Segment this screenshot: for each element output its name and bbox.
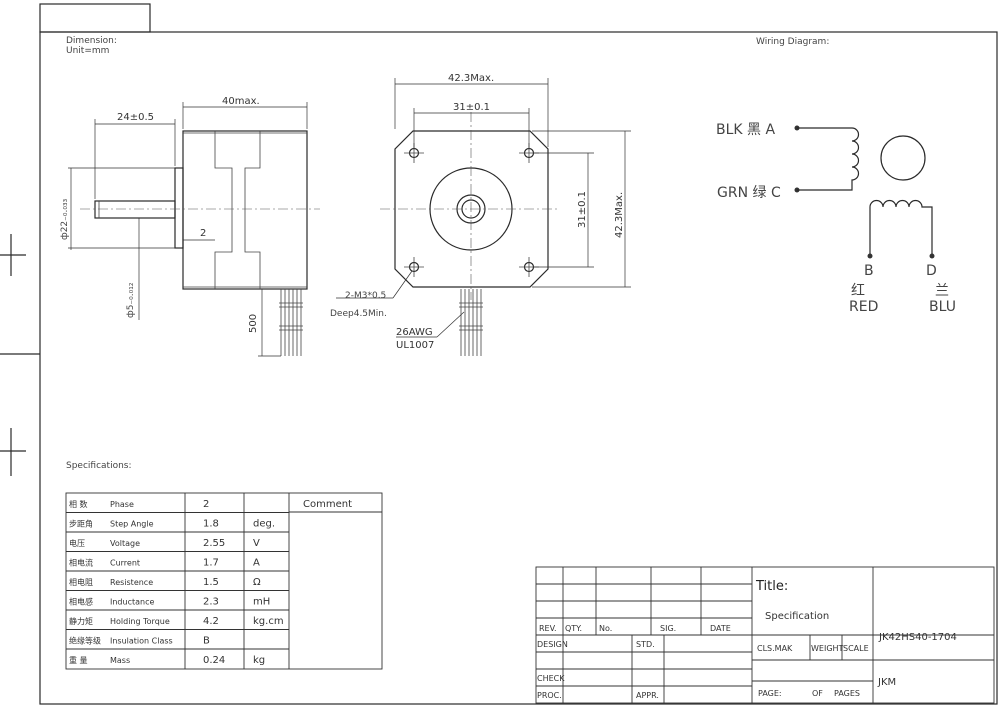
lead-b-color-en: RED — [849, 299, 878, 315]
proc-label: PROC. — [537, 691, 562, 700]
dim-shaft-length: 24±0.5 — [117, 112, 154, 123]
spec-value: 1.7 — [203, 558, 219, 569]
screw-note: 2-M3*0.5 — [345, 291, 386, 301]
spec-table: Comment 相 数 Phase 2 步距角 Step Angle 1.8 deg. 电压 V… — [65, 492, 383, 670]
corner-box — [39, 3, 151, 33]
check-label: CHECK — [537, 674, 565, 683]
terminal-b — [867, 253, 873, 259]
sig-label: SIG. — [660, 624, 676, 633]
lead-b-color-cn: 红 — [851, 283, 865, 299]
appr-label: APPR. — [636, 691, 659, 700]
lead-b-label: B — [864, 263, 874, 279]
spec-en-label: Mass — [110, 656, 130, 665]
spec-cn-label: 相电阻 — [69, 577, 93, 587]
spec-value: 2 — [203, 499, 209, 510]
spec-unit: kg.cm — [253, 616, 284, 627]
sheet-border — [39, 31, 998, 705]
spec-unit: Ω — [253, 577, 261, 588]
spec-value: 2.3 — [203, 597, 219, 608]
spec-unit: kg — [253, 655, 265, 666]
company-label: JKM — [877, 677, 896, 688]
qty-label: QTY. — [565, 624, 582, 633]
page-label: PAGE: — [758, 689, 782, 698]
no-label: No. — [599, 624, 612, 633]
lead-wires — [279, 289, 303, 356]
cls-mak-label: CLS.MAK — [757, 644, 793, 653]
spec-value: B — [203, 636, 210, 647]
spec-en-label: Current — [110, 559, 140, 568]
wire-gauge: 26AWG — [396, 327, 433, 338]
lead-d-color-cn: 兰 — [935, 283, 949, 299]
date-label: DATE — [710, 624, 731, 633]
spec-cn-label: 步距角 — [69, 519, 93, 529]
spec-cn-label: 相 数 — [69, 499, 88, 509]
dim-overall-height: 42.3Max. — [614, 192, 625, 238]
rotor-symbol — [880, 135, 926, 181]
spec-en-label: Step Angle — [110, 520, 154, 529]
shaft — [94, 200, 176, 219]
dim-hole-width: 31±0.1 — [453, 102, 490, 113]
terminal-d — [929, 253, 935, 259]
unit-label: Unit=mm — [66, 46, 109, 56]
coil-ac — [797, 127, 860, 191]
spec-en-label: Insulation Class — [110, 637, 173, 646]
spec-unit: A — [253, 558, 260, 569]
dim-hole-height: 31±0.1 — [577, 191, 588, 228]
spec-en-label: Inductance — [110, 598, 154, 607]
spec-cn-label: 电压 — [69, 538, 85, 548]
spec-cn-label: 相电流 — [69, 558, 93, 568]
front-view: 42.3Max. 31±0.1 31±0.1 42.3Max. 2-M3*0.5… — [330, 73, 631, 356]
wiring-diagram: BLK 黑 A GRN 绿 C B D 红 RED 兰 BLU — [716, 122, 956, 315]
lead-wires-front — [459, 289, 483, 356]
pages-label: PAGES — [834, 689, 860, 698]
design-label: DESIGN — [537, 640, 568, 649]
spec-label: Specifications: — [66, 461, 132, 471]
weight-label: WEIGHT — [811, 644, 844, 653]
spec-unit: V — [253, 538, 260, 549]
title-value: Specification — [765, 611, 829, 622]
spec-value: 4.2 — [203, 616, 219, 627]
spec-cn-label: 静力矩 — [69, 616, 93, 626]
spec-en-label: Phase — [110, 500, 134, 509]
spec-unit: mH — [253, 597, 270, 608]
motor-face — [394, 130, 549, 288]
wiring-label: Wiring Diagram: — [756, 37, 829, 47]
spec-en-label: Holding Torque — [110, 617, 170, 626]
side-view: 40max. 24±0.5 2 ф22₋₀.₀₃₃ ф5₋₀.₀₁₂ 500 — [60, 96, 320, 357]
dim-length: 40max. — [222, 96, 260, 107]
std-label: STD. — [636, 640, 655, 649]
title-label: Title: — [755, 579, 788, 594]
spec-cn-label: 绝缘等级 — [69, 636, 101, 646]
dim-overall-width: 42.3Max. — [448, 73, 494, 84]
dimension-label: Dimension: — [66, 36, 117, 46]
spec-value: 1.8 — [203, 519, 219, 530]
screw-depth: Deep4.5Min. — [330, 309, 387, 319]
dim-flange: 2 — [200, 228, 206, 239]
rev-label: REV. — [539, 624, 557, 633]
spec-unit: deg. — [253, 519, 275, 530]
title-block: Title: Specification JK42HS40-1704 REV. … — [535, 566, 995, 704]
spec-value: 1.5 — [203, 577, 219, 588]
lead-d-color-en: BLU — [929, 299, 956, 315]
comment-header: Comment — [303, 499, 352, 510]
part-number: JK42HS40-1704 — [878, 632, 957, 643]
lead-c-label: GRN 绿 C — [717, 185, 781, 201]
lead-a-label: BLK 黑 A — [716, 122, 775, 138]
spec-cn-label: 相电感 — [69, 597, 93, 607]
of-label: OF — [812, 689, 823, 698]
wire-type: UL1007 — [396, 340, 434, 351]
flange-boss — [174, 167, 184, 249]
dim-lead-length: 500 — [248, 314, 259, 333]
spec-value: 2.55 — [203, 538, 225, 549]
lead-d-label: D — [926, 263, 937, 279]
spec-en-label: Resistence — [110, 578, 153, 587]
spec-value: 0.24 — [203, 655, 225, 666]
dim-boss-dia: ф22₋₀.₀₃₃ — [60, 198, 70, 240]
coil-bd — [869, 199, 933, 256]
spec-en-label: Voltage — [110, 539, 140, 548]
scale-label: SCALE — [843, 644, 869, 653]
spec-cn-label: 重 量 — [69, 655, 88, 665]
dim-shaft-dia: ф5₋₀.₀₁₂ — [126, 282, 136, 318]
